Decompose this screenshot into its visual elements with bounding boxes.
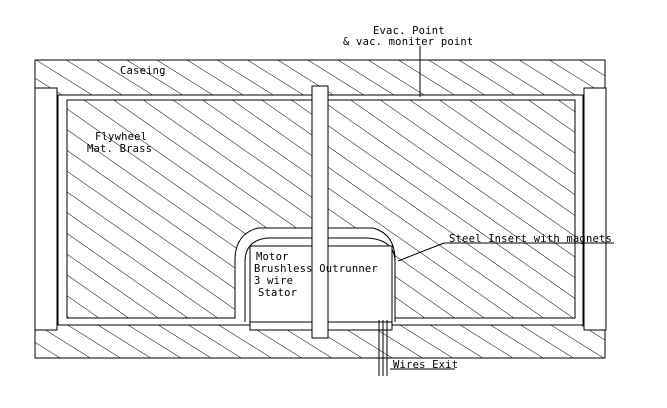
label-motor: Motor — [256, 251, 289, 263]
central-shaft — [311, 85, 329, 339]
label-caseing: Caseing — [120, 65, 166, 77]
label-three-wire: 3 wire — [254, 275, 293, 287]
label-flywheel: Flywheel — [95, 131, 147, 143]
label-evac-point: Evac. Point — [373, 25, 445, 37]
wires — [378, 320, 388, 376]
label-flywheel-material: Mat. Brass — [87, 143, 152, 155]
labels: Evac. Point & vac. moniter point Caseing… — [87, 25, 612, 371]
right-end-cap — [583, 87, 607, 331]
label-brushless-outrunner: Brushless Outrunner — [254, 263, 378, 275]
steel-insert-leader — [397, 242, 445, 262]
label-vac-monitor-point: & vac. moniter point — [343, 36, 473, 48]
label-steel-insert: Steel Insert with magnets — [449, 233, 612, 245]
label-stator: Stator — [258, 287, 297, 299]
left-end-cap — [34, 87, 58, 331]
leader-lines — [390, 46, 614, 370]
label-wires-exit: Wires Exit — [393, 359, 458, 371]
